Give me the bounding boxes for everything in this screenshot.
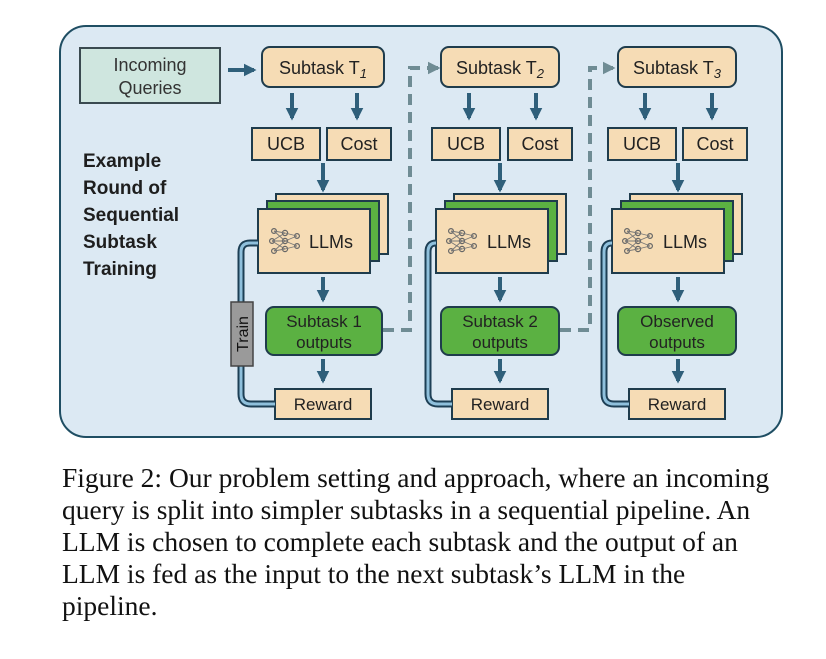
stage-2: Subtask T2 UCB Cost LLMs Subtask 2 outpu… <box>424 46 573 420</box>
example-label-line-4: Subtask <box>83 232 157 253</box>
cost-2-box <box>507 127 573 161</box>
incoming-queries-line-1: Incoming <box>113 55 186 75</box>
ucb-1-label: UCB <box>267 134 305 154</box>
cost-3-box <box>682 127 748 161</box>
feedback-loop-3-inner <box>602 241 629 406</box>
subtask-1-box <box>261 46 385 88</box>
ucb-3-label: UCB <box>623 134 661 154</box>
example-label-line-1: Example <box>83 151 161 172</box>
output-2-line-1: Subtask 2 <box>462 312 538 331</box>
output-3-box <box>617 306 737 356</box>
llms-3-label: LLMs <box>663 232 707 252</box>
incoming-queries-line-2: Queries <box>118 78 181 98</box>
ucb-2-box <box>431 127 501 161</box>
output-1-line-2: outputs <box>296 333 352 352</box>
train-box <box>230 301 254 367</box>
output-2-box <box>440 306 560 356</box>
train-label: Train <box>235 316 252 352</box>
llms-1-label: LLMs <box>309 232 353 252</box>
reward-2-label: Reward <box>471 395 530 414</box>
feedback-loop-2-inner <box>426 241 452 406</box>
stage-3: Subtask T3 UCB Cost LLMs Observed output… <box>600 46 748 420</box>
pipeline-diagram: Incoming Queries Example Round of Sequen… <box>59 25 783 438</box>
ucb-3-box <box>607 127 677 161</box>
example-label-line-2: Round of <box>83 178 167 199</box>
cost-2-label: Cost <box>521 134 558 154</box>
output-1-line-1: Subtask 1 <box>286 312 362 331</box>
output-3-line-2: outputs <box>649 333 705 352</box>
cost-1-label: Cost <box>340 134 377 154</box>
output-2-line-2: outputs <box>472 333 528 352</box>
ucb-2-label: UCB <box>447 134 485 154</box>
example-label-line-3: Sequential <box>83 205 179 226</box>
example-label-line-5: Training <box>83 259 157 280</box>
llms-2-label: LLMs <box>487 232 531 252</box>
subtask-3-box <box>617 46 737 88</box>
example-round-label: Example Round of Sequential Subtask Trai… <box>83 151 179 280</box>
subtask-3-label: Subtask T3 <box>633 58 722 81</box>
reward-3-label: Reward <box>648 395 707 414</box>
cost-3-label: Cost <box>696 134 733 154</box>
output-3-line-1: Observed <box>640 312 714 331</box>
reward-1-box <box>274 388 372 420</box>
incoming-queries-box <box>79 47 221 104</box>
reward-1-label: Reward <box>294 395 353 414</box>
subtask-2-label: Subtask T2 <box>456 58 545 81</box>
stage-1: Subtask T1 UCB Cost LLMs Subtask 1 outpu… <box>230 46 392 420</box>
subtask-2-box <box>440 46 560 88</box>
subtask-1-label: Subtask T1 <box>279 58 367 81</box>
figure-caption: Figure 2: Our problem setting and approa… <box>62 462 770 621</box>
reward-3-box <box>628 388 726 420</box>
cost-1-box <box>326 127 392 161</box>
output-1-box <box>265 306 383 356</box>
ucb-1-box <box>251 127 321 161</box>
